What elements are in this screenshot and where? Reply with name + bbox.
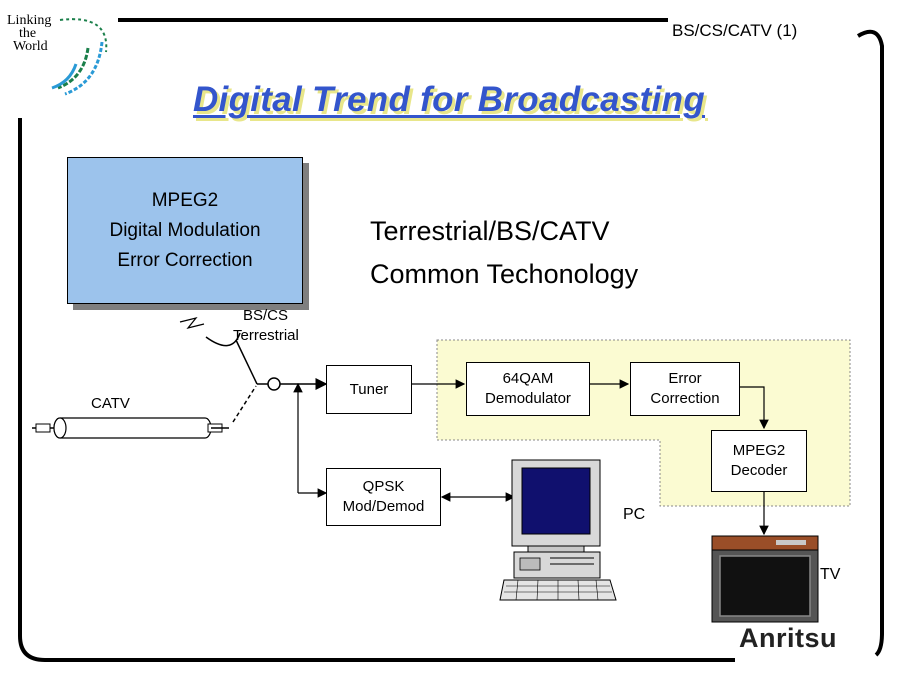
qpsk-line-1: QPSK (362, 478, 405, 495)
error-correction-block: Error Correction (630, 362, 740, 416)
technology-line-1: MPEG2 (151, 189, 219, 211)
tv-icon (711, 535, 819, 623)
technology-line-2: Digital Modulation (109, 219, 261, 241)
decoder-line-2: Decoder (730, 462, 788, 479)
antenna-icon (179, 316, 258, 385)
tuner-block: Tuner (326, 365, 412, 414)
common-technology-text: Terrestrial/BS/CATV Common Techonology (370, 210, 638, 296)
logo-line-1: Linking (7, 13, 52, 28)
demodulator-block: 64QAM Demodulator (466, 362, 590, 416)
logo-swirl-icon (51, 18, 108, 96)
page-label: BS/CS/CATV (1) (672, 21, 798, 40)
qpsk-line-2: Mod/Demod (342, 498, 425, 515)
slide-title: Digital Trend for Broadcasting (192, 80, 706, 119)
logo-line-3: World (13, 39, 48, 54)
error-correction-line-1: Error (668, 370, 702, 387)
decoder-line-1: MPEG2 (732, 442, 786, 459)
technology-box: MPEG2 Digital Modulation Error Correctio… (67, 157, 303, 304)
catv-cable-icon (32, 417, 229, 439)
tuner-label: Tuner (349, 380, 389, 398)
decoder-block: MPEG2 Decoder (711, 430, 807, 492)
pc-computer-icon (499, 459, 617, 601)
pc-label: PC (623, 506, 646, 523)
antenna-label: BS/CS Terrestrial (233, 306, 299, 346)
common-line-2: Common Techonology (370, 259, 639, 289)
demodulator-line-1: 64QAM (502, 370, 554, 387)
error-correction-line-2: Correction (650, 390, 720, 407)
catv-label: CATV (91, 395, 130, 412)
common-line-1: Terrestrial/BS/CATV (370, 216, 610, 246)
logo-line-2: the (19, 26, 37, 41)
technology-line-3: Error Correction (117, 249, 253, 271)
tv-label: TV (820, 566, 841, 583)
anritsu-logo: Anritsu (735, 623, 841, 654)
qpsk-block: QPSK Mod/Demod (326, 468, 441, 526)
demodulator-line-2: Demodulator (485, 390, 571, 407)
antenna-label-line-1: BS/CS (243, 307, 289, 324)
logo-text: Linking the World (7, 13, 52, 54)
antenna-label-line-2: Terrestrial (233, 327, 299, 344)
